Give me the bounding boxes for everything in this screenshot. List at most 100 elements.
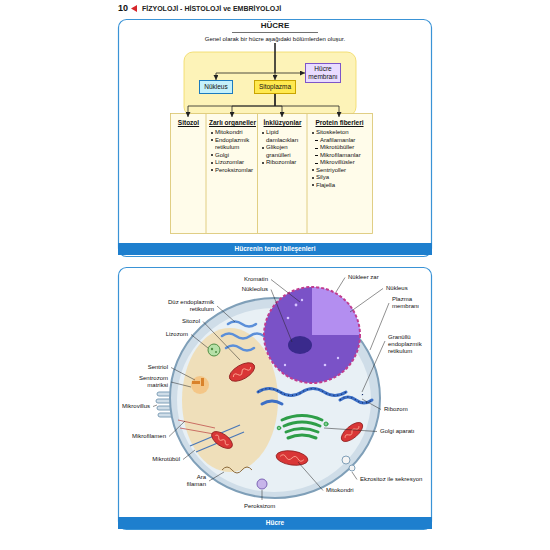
part-label: Ribozom xyxy=(384,406,408,413)
golgi-apparatus xyxy=(277,426,281,430)
part-label: Kromatin xyxy=(244,276,268,283)
box-text: Sitoplazma xyxy=(259,83,291,91)
part-label: Nükleus xyxy=(386,285,408,292)
intermediate-filament xyxy=(222,467,252,473)
column-heading: Sitozol xyxy=(173,119,204,127)
intermediate-filament xyxy=(222,467,252,473)
leader-line xyxy=(183,450,195,460)
mitochondrion xyxy=(344,425,360,439)
centrosome xyxy=(201,378,204,386)
mitochondrion xyxy=(226,359,257,385)
heading-text: HÜCRE xyxy=(165,21,385,31)
microfilament xyxy=(178,420,215,428)
golgi-apparatus xyxy=(286,429,318,433)
list-text: Lipid damlacıkları xyxy=(266,129,298,143)
part-label: Granüllü endoplazmik retikulum xyxy=(388,334,428,355)
rough-endoplasmic-reticulum xyxy=(262,401,282,404)
list-item: Golgi xyxy=(209,152,256,160)
mitochondrion xyxy=(275,449,309,467)
connector-arrow xyxy=(275,94,282,117)
group-region xyxy=(184,52,356,116)
leader-line xyxy=(271,290,292,343)
list-item: Mikrofilamanlar xyxy=(310,152,369,160)
bullet-dot xyxy=(262,147,264,149)
ribosome xyxy=(258,389,372,404)
mitochondrion xyxy=(338,419,366,445)
secretory-vesicle xyxy=(349,465,355,471)
column-heading: İnklüzyonlar xyxy=(260,119,305,127)
lysosome xyxy=(215,351,217,353)
secretory-vesicle xyxy=(342,456,355,471)
leader-line xyxy=(362,399,381,410)
table-column: Protein fiberleriSitoskeletonArafilamanl… xyxy=(308,117,370,190)
nucleus xyxy=(264,287,360,383)
mitochondrion xyxy=(280,454,304,461)
nucleus xyxy=(301,299,303,301)
nucleus xyxy=(287,317,290,320)
category-box: Hücre membranı xyxy=(305,63,341,83)
figure-panel xyxy=(119,268,432,530)
list-text: Ribozomlar xyxy=(266,159,296,165)
table-frame xyxy=(206,114,207,233)
connector-arrow xyxy=(275,43,305,73)
leader-line xyxy=(171,368,195,381)
list-item: Sentriyoller xyxy=(310,167,369,175)
figure-panel xyxy=(119,20,432,530)
group-region xyxy=(184,52,356,116)
table-column: Zarlı organellerMitokondriEndoplazmik re… xyxy=(207,117,257,175)
connector-arrow xyxy=(232,94,275,117)
table-frame xyxy=(171,114,373,234)
list-text: Golgi xyxy=(215,152,229,158)
part-label: Ekzositoz ile sekresyon xyxy=(360,476,422,483)
connector-arrow xyxy=(188,94,275,117)
part-label: Ara filaman xyxy=(182,474,206,488)
list-item: Ribozomlar xyxy=(260,159,305,167)
heading-rule xyxy=(232,32,318,33)
leader-line xyxy=(336,278,345,293)
part-label: Düz endoplazmik retikulum xyxy=(166,299,214,313)
table-column: Sitozol xyxy=(171,117,205,130)
peroxisome xyxy=(257,479,267,489)
category-box: Nükleus xyxy=(199,80,232,94)
dash-mark xyxy=(315,163,318,164)
nucleus xyxy=(337,357,339,359)
list-text: Peroksizomlar xyxy=(215,167,253,173)
leader-line xyxy=(362,341,385,392)
box-text: Nükleus xyxy=(204,83,227,91)
connector-arrow xyxy=(275,94,339,117)
heading-rule xyxy=(232,32,318,33)
part-label: Mikrotübül xyxy=(152,456,180,463)
nucleus xyxy=(264,287,360,383)
lysosome xyxy=(211,348,213,350)
mitochondrion xyxy=(275,449,309,467)
list-text: Sentriyoller xyxy=(316,167,346,173)
part-label: Golgi aparatı xyxy=(380,428,414,435)
caption-bar: Hücrenin temel bileşenleri xyxy=(118,243,432,255)
bullet-dot xyxy=(211,169,213,171)
golgi-apparatus xyxy=(324,422,328,426)
caption-bar: Hücre xyxy=(118,517,432,529)
list-item: Glikojen granülleri xyxy=(260,144,305,159)
bullet-dot xyxy=(211,132,213,134)
microfilament xyxy=(180,428,214,434)
caption-text: Hücrenin temel bileşenleri xyxy=(118,243,432,255)
golgi-apparatus xyxy=(288,435,316,438)
leader-line xyxy=(271,280,300,303)
leader-line xyxy=(370,303,389,350)
bullet-dot xyxy=(211,154,213,156)
dash-mark xyxy=(315,148,318,149)
leader-line xyxy=(203,322,240,361)
golgi-apparatus xyxy=(282,416,322,421)
nucleus xyxy=(288,336,312,354)
part-label: Sentrozom matriksi xyxy=(132,375,168,389)
bullet-dot xyxy=(262,132,264,134)
bullet-dot xyxy=(211,139,213,141)
list-text: Mitokondri xyxy=(215,129,243,135)
list-text: Flajella xyxy=(316,182,335,188)
heading-block: HÜCREGenel olarak bir hücre aşağıdaki bö… xyxy=(165,21,385,43)
leader-line xyxy=(209,472,224,481)
category-box: Sitoplazma xyxy=(254,80,296,94)
part-label: Nükleer zar xyxy=(348,274,379,281)
list-text: Lizozomlar xyxy=(215,159,244,165)
